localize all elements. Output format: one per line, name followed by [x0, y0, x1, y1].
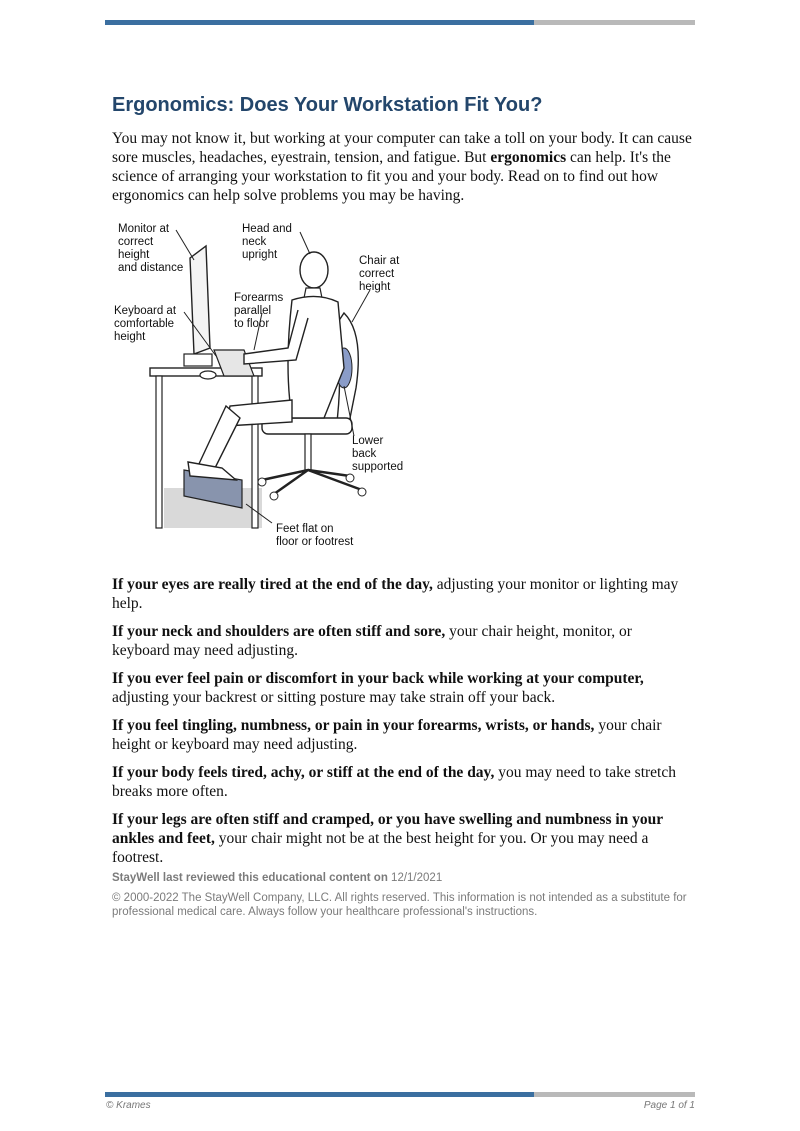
person-foot: [187, 461, 239, 481]
tip-body: If your body feels tired, achy, or stiff…: [112, 764, 676, 800]
review-note: StayWell last reviewed this educational …: [112, 872, 443, 884]
top-rule-blue: [105, 20, 534, 25]
leader-lines: [175, 229, 371, 524]
label-head: Head and neck upright: [242, 223, 295, 261]
chair-wheel: [357, 487, 367, 497]
footer-publisher: © Krames: [106, 1100, 151, 1111]
person-lower-leg: [197, 404, 241, 471]
intro-bold-term: ergonomics: [490, 149, 567, 166]
label-monitor: Monitor at correct height and distance: [118, 223, 183, 274]
copyright-notice: © 2000-2022 The StayWell Company, LLC. A…: [112, 892, 687, 918]
label-feet: Feet flat on floor or footrest: [276, 523, 354, 548]
top-rule: [105, 20, 695, 25]
bottom-rule: [105, 1092, 695, 1097]
monitor-stand: [183, 353, 213, 367]
desk-leg-left: [155, 375, 163, 529]
tip-neck: If your neck and shoulders are often sti…: [112, 623, 632, 659]
chair-wheel: [257, 477, 267, 487]
chair-wheel: [269, 491, 279, 501]
bottom-rule-blue: [105, 1092, 534, 1097]
label-chair: Chair at correct height: [359, 255, 402, 293]
tip-legs: If your legs are often stiff and cramped…: [112, 811, 663, 866]
tips-list: If your eyes are really tired at the end…: [112, 575, 692, 876]
label-lower-back: Lower back supported: [352, 435, 403, 473]
person-arm: [243, 309, 309, 365]
monitor: [189, 244, 211, 355]
desk-leg-right: [251, 375, 259, 529]
workstation-drawing: Monitor at correct height and distance H…: [114, 223, 403, 548]
top-rule-gray: [534, 20, 695, 25]
tip-back: If you ever feel pain or discomfort in y…: [112, 670, 644, 706]
intro-text-end: can help. It's the science of arranging …: [112, 149, 671, 204]
tip-forearms: If you feel tingling, numbness, or pain …: [112, 717, 662, 753]
chair-wheel: [345, 473, 355, 483]
label-forearms: Forearms parallel to floor: [234, 292, 286, 330]
tip-eyes: If your eyes are really tired at the end…: [112, 576, 679, 612]
mouse: [199, 370, 217, 380]
bottom-rule-gray: [534, 1092, 695, 1097]
intro-paragraph: You may not know it, but working at your…: [112, 129, 692, 205]
person-head: [299, 251, 329, 289]
chair-base: [261, 468, 363, 496]
chair-post: [304, 433, 312, 471]
label-keyboard: Keyboard at comfortable height: [114, 305, 179, 343]
intro-text-start: You may not know it, but working at your…: [112, 130, 692, 166]
workstation-illustration: Monitor at correct height and distance H…: [112, 218, 412, 553]
page-title: Ergonomics: Does Your Workstation Fit Yo…: [112, 94, 543, 116]
footer-page-number: Page 1 of 1: [643, 1100, 695, 1111]
